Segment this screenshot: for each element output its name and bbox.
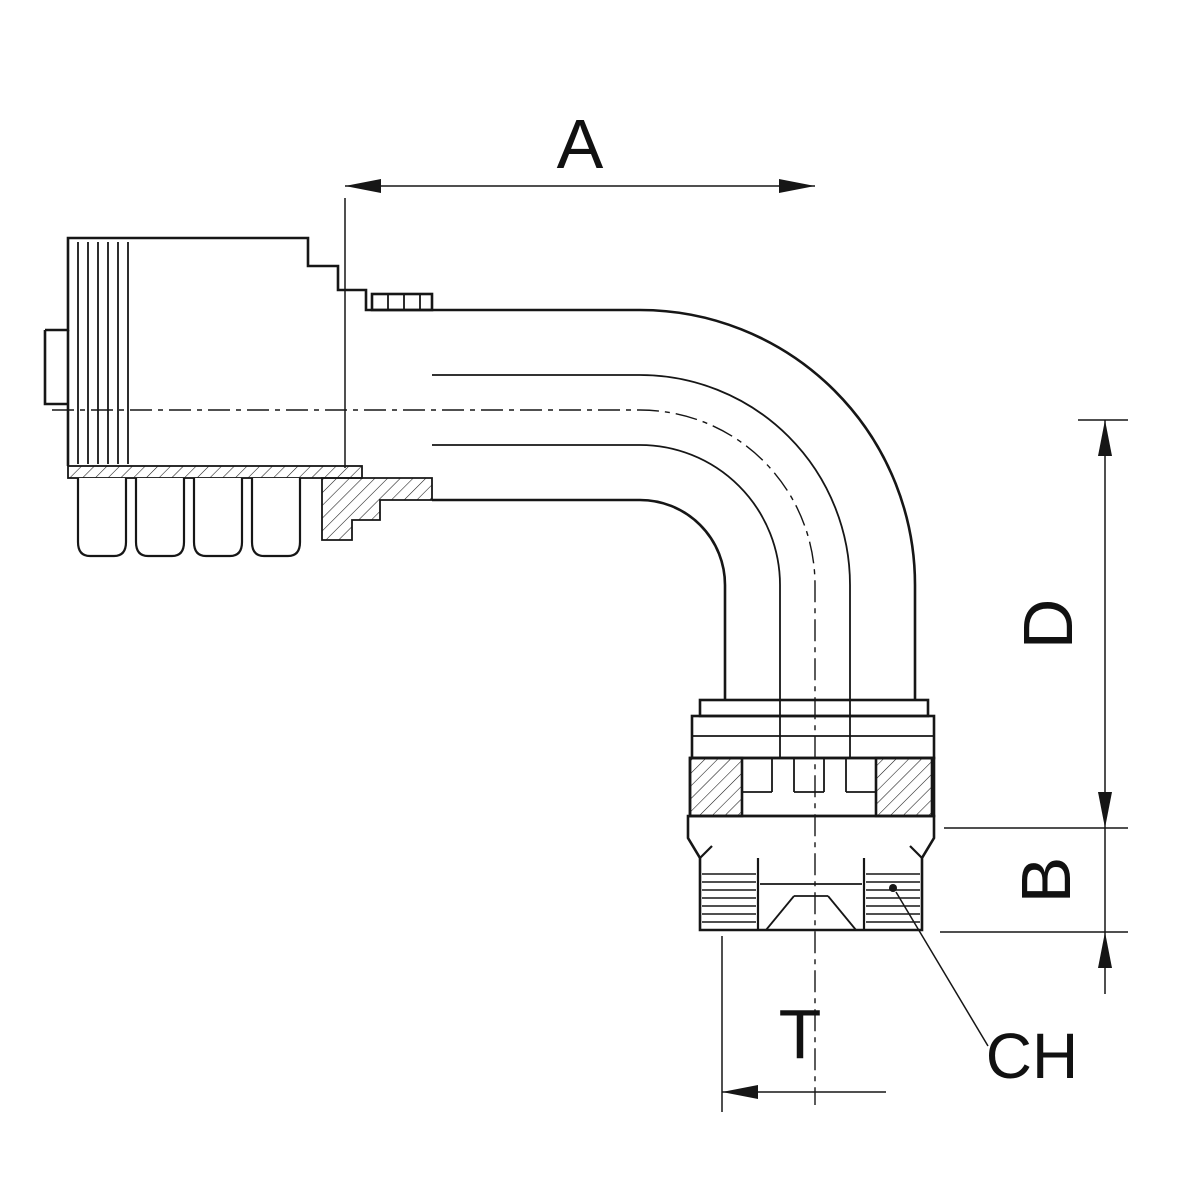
nut-castellation <box>688 756 936 818</box>
dimension-t <box>721 936 886 1112</box>
dimensions <box>344 179 1128 1112</box>
arrowhead-d-bottom <box>1098 792 1112 828</box>
dimension-t-label: T <box>779 995 822 1073</box>
centerline <box>52 409 816 1105</box>
arrowhead-b-bottom <box>1098 932 1112 968</box>
fitting-body <box>43 236 936 1105</box>
elbow-tube <box>432 308 917 700</box>
ferrule-hatch-band <box>67 465 363 479</box>
ferrule-serrations <box>77 242 129 464</box>
dimension-ch-label: CH <box>986 1020 1078 1092</box>
nut-thread-lines <box>702 873 920 923</box>
dimension-b <box>940 828 1128 994</box>
tube-bore-line-outer <box>432 374 851 700</box>
crimp-ferrule <box>43 236 434 558</box>
arrowhead-a-right <box>779 179 815 193</box>
swivel-nut <box>686 698 936 932</box>
ferrule-left-step <box>43 330 68 406</box>
dimension-a <box>344 179 815 468</box>
hose-barbs <box>76 478 302 558</box>
dimension-a-label: A <box>557 105 604 183</box>
arrowhead-d-top <box>1098 420 1112 456</box>
ch-leader-dot <box>889 884 897 892</box>
tube-inner-wall <box>432 498 727 700</box>
nut-collar <box>690 714 936 760</box>
nut-bore-lines <box>779 700 851 758</box>
nut-seat-cone <box>760 883 862 931</box>
nut-hex <box>686 814 936 932</box>
dimension-b-label: B <box>1007 857 1085 904</box>
arrowhead-a-left <box>345 179 381 193</box>
nut-upper-ring <box>698 698 930 718</box>
dimension-ch-leader <box>889 884 989 1047</box>
dimension-d <box>944 419 1128 829</box>
arrowhead-t-left <box>722 1085 758 1099</box>
tube-outer-wall <box>432 308 917 700</box>
ferrule-step-section <box>321 477 433 541</box>
ferrule-collar <box>370 292 434 312</box>
ferrule-outer-profile <box>45 236 432 332</box>
tube-bore-line-inner <box>432 444 781 700</box>
dimension-d-label: D <box>1009 599 1087 650</box>
